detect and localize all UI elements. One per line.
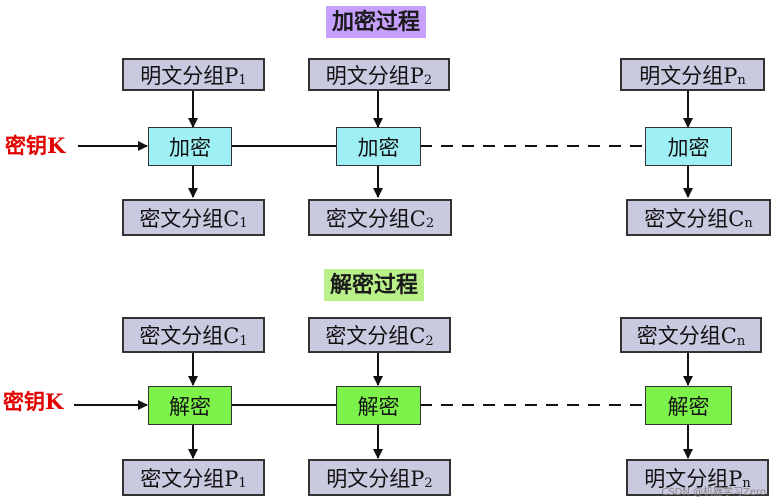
decryption-title: 解密过程	[324, 269, 425, 301]
decryption-key-label: 密钥K	[3, 389, 64, 414]
block-text: 密文分组C	[325, 324, 426, 348]
block-subscript: 1	[238, 476, 247, 491]
block-subscript: 1	[239, 216, 248, 231]
encryption-key-label: 密钥K	[5, 133, 66, 158]
block-text: 密文分组C	[325, 206, 426, 231]
block-text: 明文分组P	[140, 63, 239, 88]
block-text: 密文分组P	[140, 466, 239, 491]
watermark: CSDN @机器学习Zero	[661, 487, 766, 498]
block-text: 明文分组P	[326, 466, 425, 491]
block-text: 密文分组C	[644, 206, 745, 231]
encryption-title: 加密过程	[326, 6, 427, 38]
block-subscript: n	[736, 333, 746, 349]
block-subscript: 2	[424, 476, 433, 491]
block-text: 明文分组P	[644, 466, 743, 491]
encrypt-op-2: 加密	[336, 127, 421, 166]
block-text: 明文分组P	[639, 63, 738, 88]
block-subscript: n	[737, 73, 746, 88]
decrypt-op-2: 解密	[336, 386, 421, 425]
encrypt-op-n: 加密	[645, 127, 732, 166]
block-subscript: 2	[425, 333, 434, 349]
decrypt-op-n: 解密	[645, 386, 732, 425]
encrypt-op-1: 加密	[148, 127, 232, 166]
block-subscript: n	[742, 476, 751, 491]
block-text: 明文分组P	[325, 63, 424, 88]
block-text: 密文分组C	[139, 324, 240, 348]
block-text: 密文分组C	[636, 324, 737, 348]
decrypt-op-1: 解密	[148, 386, 232, 425]
block-text: 密文分组C	[139, 206, 240, 231]
block-subscript: n	[744, 216, 753, 231]
block-subscript: 2	[423, 73, 433, 88]
block-subscript: 1	[239, 333, 248, 349]
block-subscript: 2	[425, 216, 435, 231]
block-subscript: 1	[238, 73, 247, 88]
